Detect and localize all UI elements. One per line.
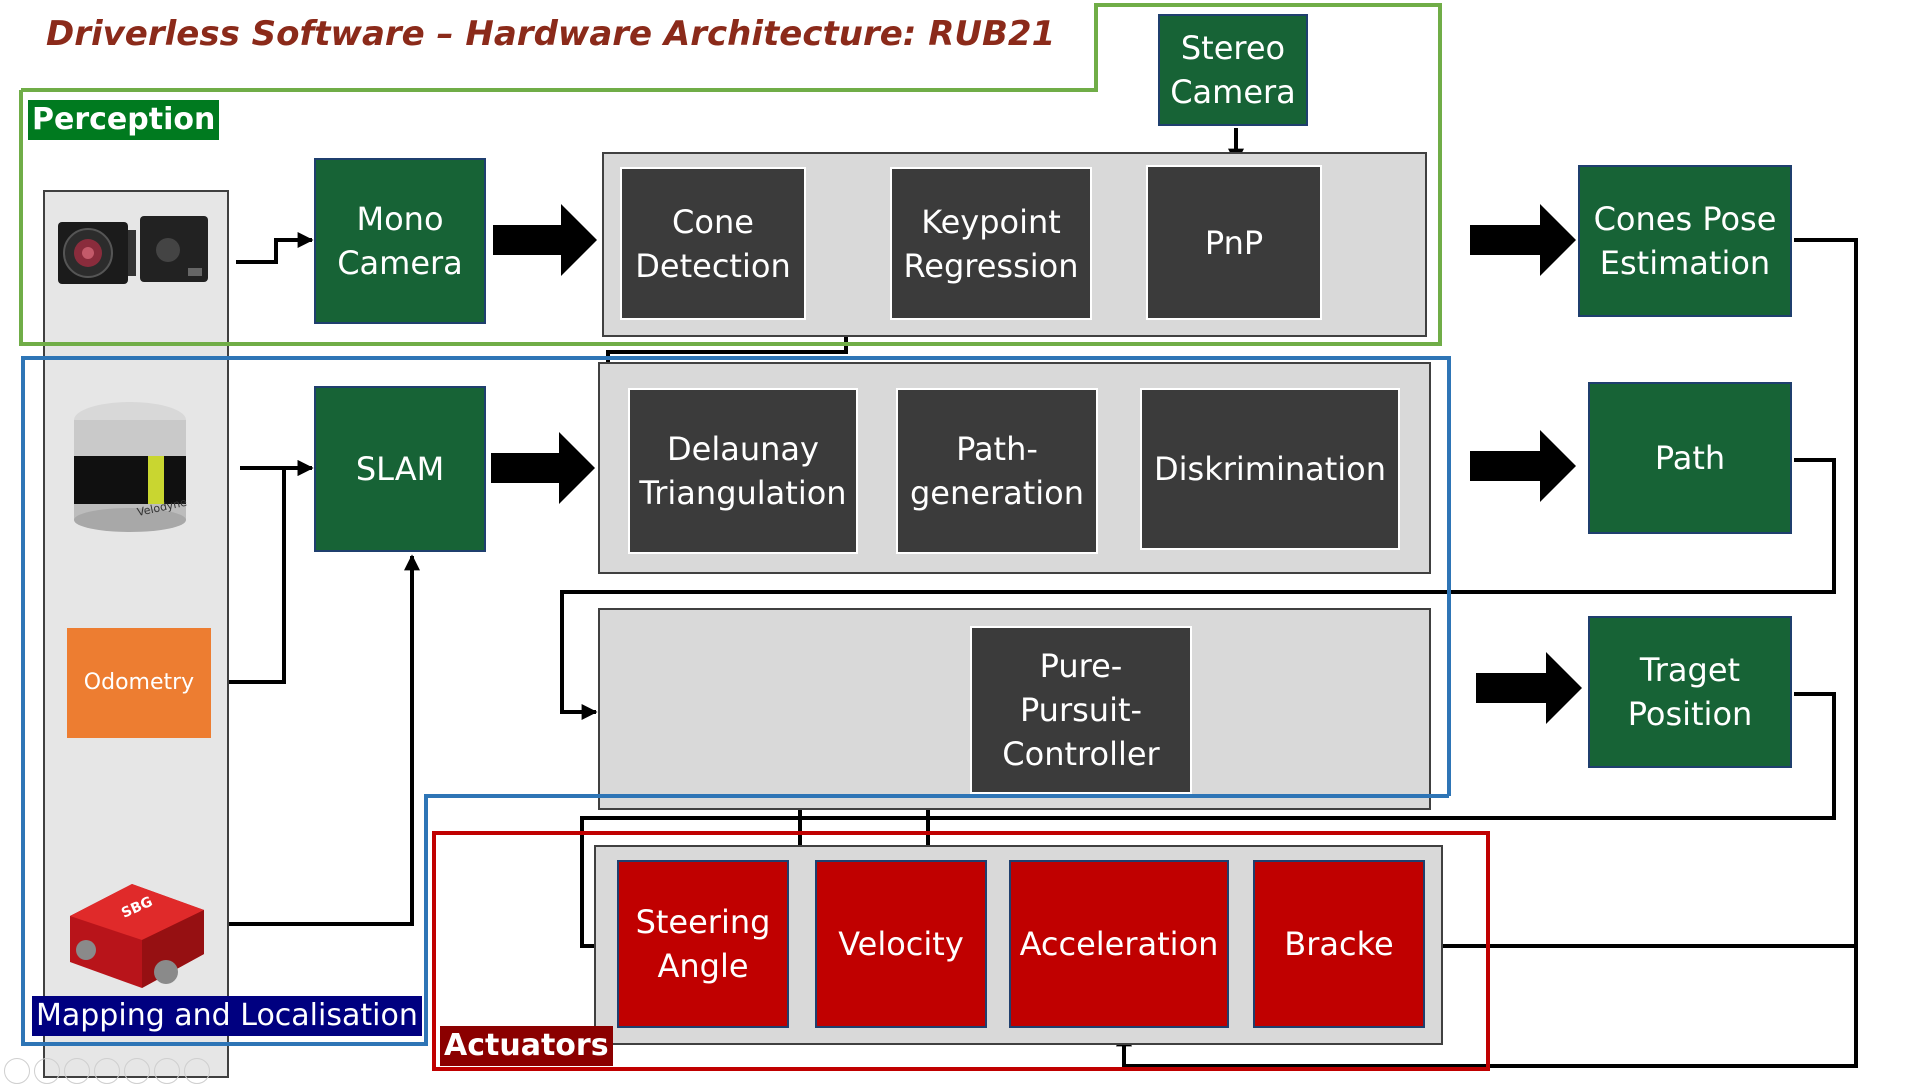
pnp-block: PnP: [1146, 165, 1322, 320]
control-to-target-fat-arrow: [1476, 652, 1582, 724]
pen-icon[interactable]: [64, 1058, 90, 1084]
cone-detection-block: Cone Detection: [620, 167, 806, 320]
mono-camera-block: Mono Camera: [314, 158, 486, 324]
imu-sensor-icon: SBG: [70, 884, 204, 988]
acceleration-block: Acceleration: [1009, 860, 1229, 1028]
cones-pose-estimation-output: Cones Pose Estimation: [1578, 165, 1792, 317]
odometry-block: Odometry: [67, 628, 211, 738]
velocity-block: Velocity: [815, 860, 987, 1028]
perception-to-cones-fat-arrow: [1470, 204, 1576, 276]
path-output: Path: [1588, 382, 1792, 534]
odometry-to-slam-arrow: [211, 460, 314, 684]
actuators-outline: [432, 831, 1490, 1071]
target-feedback-line: [580, 692, 1836, 954]
lidar-sensor-icon: Velodyne: [74, 402, 188, 532]
mono-to-perception-fat-arrow: [493, 204, 597, 276]
mapping-outline: [21, 356, 1451, 796]
pure-pursuit-controller-block: Pure- Pursuit- Controller: [970, 626, 1192, 794]
slides-grid-icon[interactable]: [94, 1058, 120, 1084]
path-feedback-line: [560, 458, 1836, 720]
camera-to-mono-arrow: [236, 232, 314, 264]
cones-feedback-line: [1116, 238, 1858, 1068]
prev-slide-icon[interactable]: [4, 1058, 30, 1084]
slide-nav-controls[interactable]: [4, 1058, 210, 1084]
industrial-camera-icon: [58, 216, 208, 284]
slam-to-planning-fat-arrow: [491, 432, 595, 504]
next-slide-icon[interactable]: [34, 1058, 60, 1084]
subtitle-icon[interactable]: [154, 1058, 180, 1084]
steering-angle-block: Steering Angle: [617, 860, 789, 1028]
stereo-camera-block: Stereo Camera: [1158, 14, 1308, 126]
path-generation-block: Path- generation: [896, 388, 1098, 554]
slam-block: SLAM: [314, 386, 486, 552]
mapping-group-label: Mapping and Localisation: [32, 996, 422, 1036]
zoom-icon[interactable]: [124, 1058, 150, 1084]
imu-to-slam-arrow: [218, 554, 420, 926]
diagram-title: Driverless Software – Hardware Architect…: [46, 14, 1056, 54]
planning-to-path-fat-arrow: [1470, 430, 1576, 502]
perception-group-label: Perception: [28, 100, 220, 140]
diskrimination-block: Diskrimination: [1140, 388, 1400, 550]
keypoint-regression-block: Keypoint Regression: [890, 167, 1092, 320]
actuators-group-label: Actuators: [440, 1026, 613, 1066]
bracke-block: Bracke: [1253, 860, 1425, 1028]
more-options-icon[interactable]: [184, 1058, 210, 1084]
target-position-output: Traget Position: [1588, 616, 1792, 768]
delaunay-triangulation-block: Delaunay Triangulation: [628, 388, 858, 554]
